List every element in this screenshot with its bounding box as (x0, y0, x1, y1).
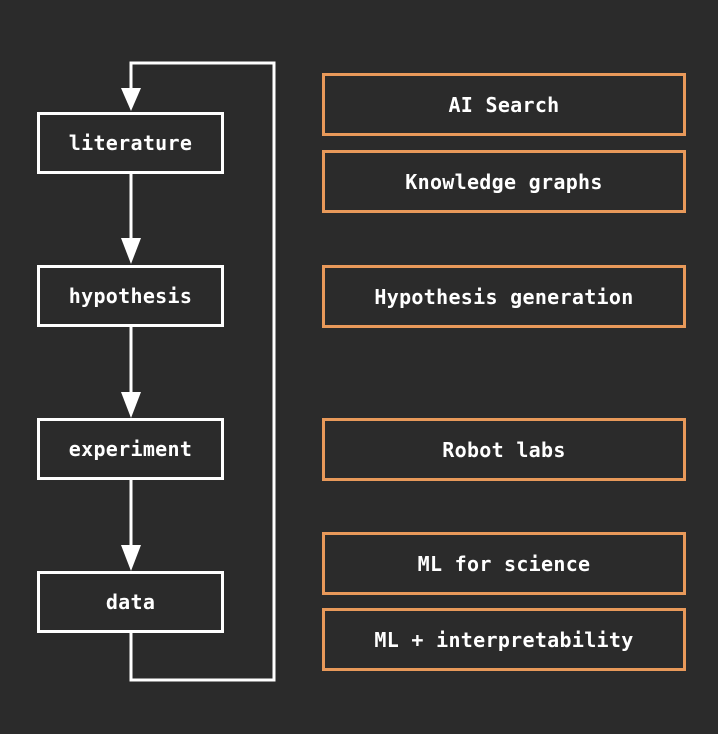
step-hypothesis: hypothesis (37, 265, 224, 327)
step-literature: literature (37, 112, 224, 174)
tool-hypothesis-generation: Hypothesis generation (322, 265, 686, 328)
step-data-label: data (105, 590, 156, 614)
tool-ml-for-science-label: ML for science (417, 551, 591, 576)
arrowhead-data (121, 545, 141, 571)
arrowhead-literature (121, 88, 141, 111)
step-literature-label: literature (68, 131, 193, 155)
step-experiment-label: experiment (68, 437, 193, 461)
feedback-loop-line (129, 61, 276, 682)
tool-ml-interpretability-label: ML + interpretability (374, 627, 634, 652)
arrowhead-experiment (121, 392, 141, 418)
step-hypothesis-label: hypothesis (68, 284, 193, 308)
tool-knowledge-graphs-label: Knowledge graphs (405, 169, 603, 194)
tool-knowledge-graphs: Knowledge graphs (322, 150, 686, 213)
tool-ai-search: AI Search (322, 73, 686, 136)
tool-ml-interpretability: ML + interpretability (322, 608, 686, 671)
step-experiment: experiment (37, 418, 224, 480)
tool-ai-search-label: AI Search (448, 92, 560, 117)
step-data: data (37, 571, 224, 633)
tool-hypothesis-generation-label: Hypothesis generation (374, 284, 634, 309)
arrowhead-hypothesis (121, 238, 141, 264)
tool-ml-for-science: ML for science (322, 532, 686, 595)
tool-robot-labs-label: Robot labs (442, 437, 566, 462)
tool-robot-labs: Robot labs (322, 418, 686, 481)
